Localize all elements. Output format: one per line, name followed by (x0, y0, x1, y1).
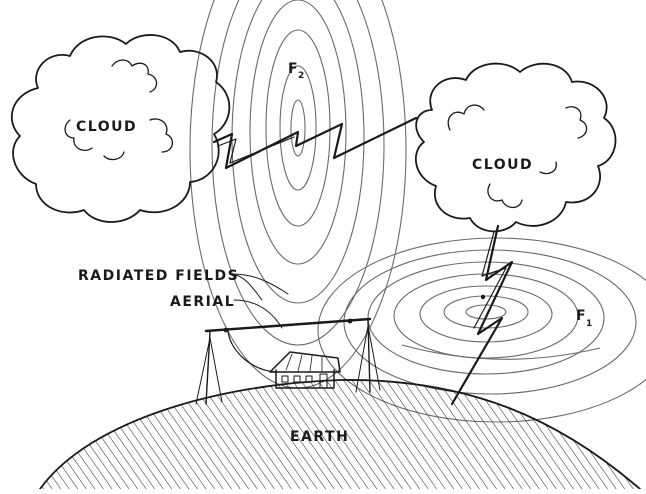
lower-field-shadow (401, 344, 601, 360)
cloud-right-label: CLOUD (472, 157, 533, 173)
earth-label: EARTH (290, 429, 349, 445)
earth (39, 379, 641, 490)
aerial-leader (233, 299, 283, 329)
lightning-cloud-to-cloud (212, 116, 418, 170)
cloud-left (10, 34, 231, 223)
cloud-right (415, 62, 617, 233)
aerial-label: AERIAL (170, 294, 235, 310)
field-center-dot (480, 294, 486, 300)
field-upper-label: F (288, 61, 299, 77)
radiated-fields-leader-2 (231, 273, 263, 301)
radiated-fields-label: RADIATED FIELDS (78, 268, 239, 284)
field-lower-label: F (576, 308, 587, 324)
field-upper-subscript: 2 (298, 71, 304, 81)
cloud-left-label: CLOUD (76, 119, 137, 135)
lightning-cloud-to-ground (450, 224, 514, 406)
house-icon (269, 351, 341, 389)
aerial (195, 317, 381, 405)
field-lower-subscript: 1 (586, 319, 592, 329)
radiated-fields-leader (231, 273, 289, 295)
